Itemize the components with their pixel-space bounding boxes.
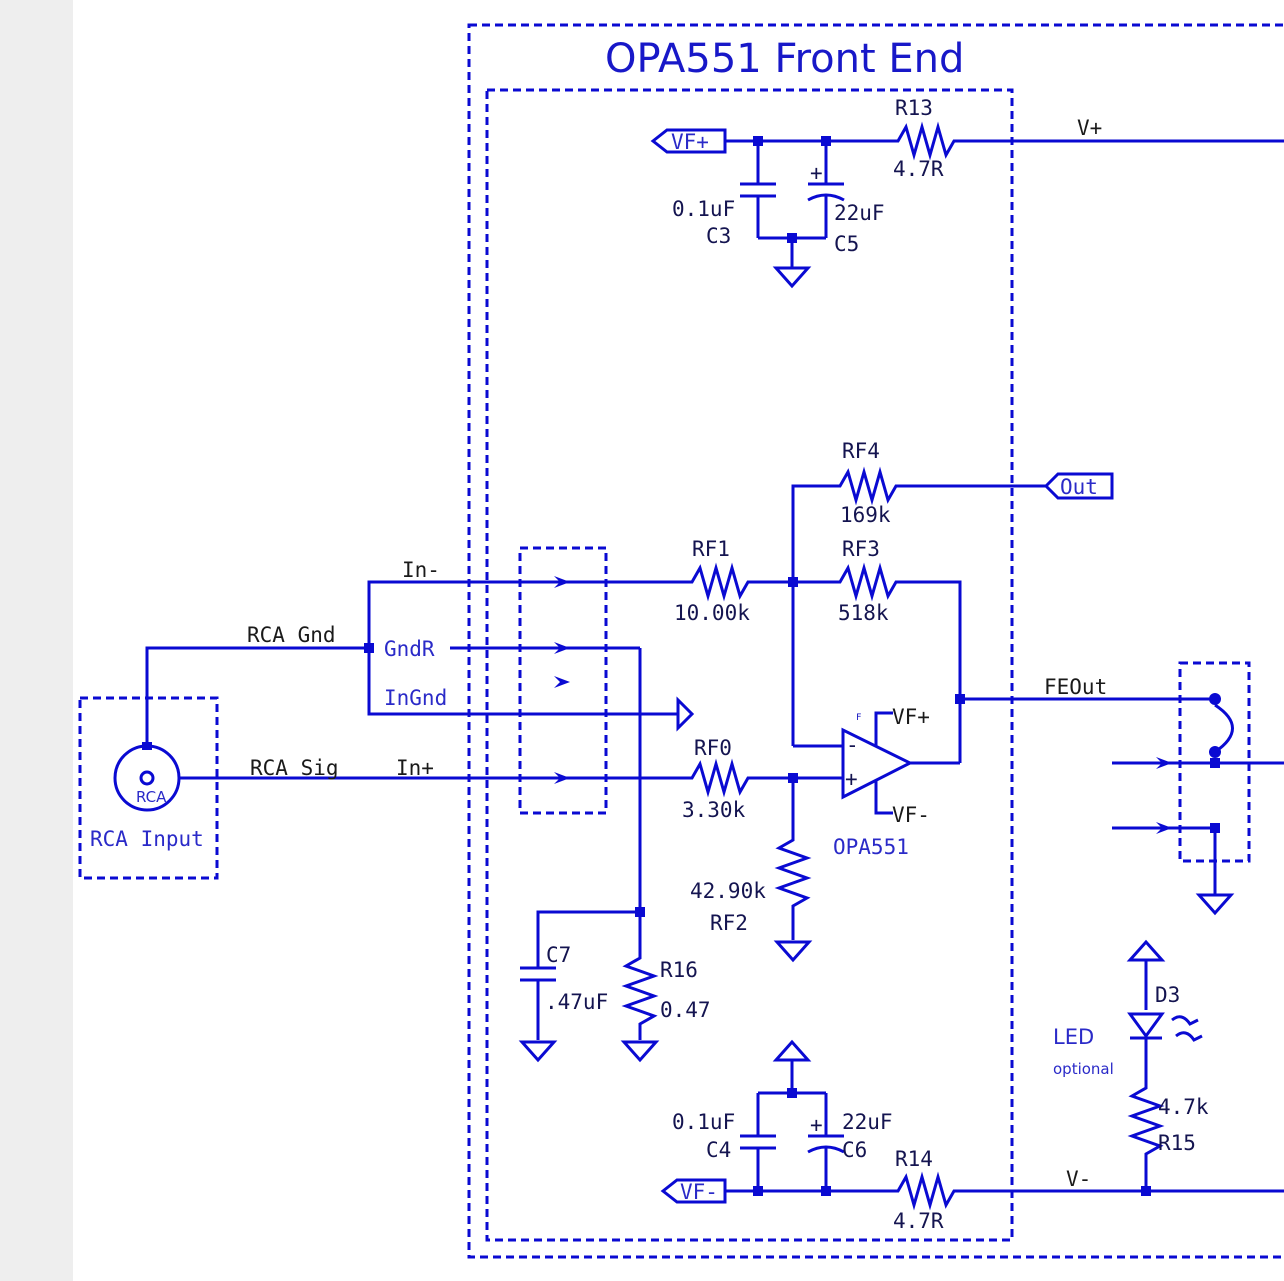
signal-ground-triangle bbox=[676, 696, 695, 732]
net-v-plus: V+ bbox=[1077, 116, 1102, 140]
capacitor-c5: + bbox=[807, 141, 845, 238]
net-in-minus: In- bbox=[402, 558, 440, 582]
input-connector-pins bbox=[554, 576, 570, 784]
svg-text:RCA: RCA bbox=[136, 788, 167, 806]
supply-triangle bbox=[1126, 939, 1166, 962]
junction bbox=[821, 1186, 831, 1196]
r14-value: 4.7R bbox=[893, 1209, 944, 1233]
r16-value: 0.47 bbox=[660, 998, 711, 1022]
resistor-rf0 bbox=[680, 758, 843, 798]
c6-ref: C6 bbox=[842, 1138, 867, 1162]
ground-symbol bbox=[772, 266, 812, 289]
r15-ref: R15 bbox=[1158, 1131, 1196, 1155]
junction bbox=[1141, 1186, 1151, 1196]
c5-ref: C5 bbox=[834, 232, 859, 256]
output-connector-pin bbox=[1156, 822, 1172, 834]
rf2-ref: RF2 bbox=[710, 911, 748, 935]
rca-input-label: RCA Input bbox=[90, 827, 204, 851]
junction bbox=[787, 1088, 797, 1098]
net-in-plus: In+ bbox=[396, 756, 434, 780]
rf4-value: 169k bbox=[840, 503, 891, 527]
left-margin bbox=[0, 0, 73, 1281]
vf-minus-port-bottom: VF- bbox=[660, 1178, 727, 1204]
front-end-outer-frame bbox=[467, 23, 1284, 1259]
resistor-r14 bbox=[885, 1171, 1284, 1211]
svg-text:Out: Out bbox=[1060, 475, 1098, 499]
svg-text:VF-: VF- bbox=[680, 1180, 718, 1204]
c4-ref: C4 bbox=[706, 1138, 731, 1162]
net-rca-sig: RCA Sig bbox=[250, 756, 339, 780]
opamp-pin-mark: F bbox=[856, 713, 861, 723]
opamp-plus: + bbox=[845, 767, 858, 791]
out-port: Out bbox=[1043, 472, 1114, 500]
c4-value: 0.1uF bbox=[672, 1110, 735, 1134]
rca-jack: RCA bbox=[113, 742, 181, 812]
net-feout: FEOut bbox=[1044, 675, 1107, 699]
front-end-inner-frame bbox=[485, 88, 1014, 1242]
r13-ref: R13 bbox=[895, 96, 933, 120]
led-note: optional bbox=[1053, 1060, 1114, 1078]
resistor-rf3 bbox=[836, 562, 962, 763]
opamp-ref: OPA551 bbox=[833, 835, 909, 859]
r16-ref: R16 bbox=[660, 958, 698, 982]
jumper-pin bbox=[1209, 746, 1221, 758]
jumper-link bbox=[1214, 703, 1234, 754]
rf0-value: 3.30k bbox=[682, 798, 746, 822]
ground-symbol bbox=[1195, 893, 1235, 916]
rf2-value: 42.90k bbox=[690, 879, 766, 903]
c3-ref: C3 bbox=[706, 224, 731, 248]
capacitor-c4 bbox=[740, 1093, 776, 1191]
svg-text:+: + bbox=[810, 161, 823, 185]
opamp-vf-minus: VF- bbox=[892, 803, 930, 827]
supply-triangle bbox=[772, 1039, 812, 1062]
input-connector-frame bbox=[518, 546, 608, 815]
c5-value: 22uF bbox=[834, 201, 885, 225]
led-d3 bbox=[1127, 1012, 1203, 1042]
ground-symbol bbox=[773, 940, 813, 963]
opamp-minus: - bbox=[846, 733, 859, 757]
rf1-value: 10.00k bbox=[674, 601, 750, 625]
rf3-value: 518k bbox=[838, 601, 889, 625]
page-title: OPA551 Front End bbox=[605, 36, 964, 82]
c7-ref: C7 bbox=[546, 943, 571, 967]
resistor-rf4 bbox=[836, 466, 1046, 506]
net-rca-gnd: RCA Gnd bbox=[247, 623, 336, 647]
ground-symbol bbox=[620, 1040, 660, 1063]
rf1-ref: RF1 bbox=[692, 537, 730, 561]
capacitor-c7 bbox=[520, 966, 556, 1040]
rf4-ref: RF4 bbox=[842, 439, 880, 463]
vf-plus-port-top: VF+ bbox=[650, 128, 727, 154]
rf0-ref: RF0 bbox=[694, 736, 732, 760]
svg-text:VF+: VF+ bbox=[671, 130, 709, 154]
output-connector-pin bbox=[1156, 757, 1172, 769]
ground-symbol bbox=[518, 1040, 558, 1063]
capacitor-c6: + bbox=[807, 1093, 845, 1191]
c7-value: .47uF bbox=[545, 990, 608, 1014]
resistor-r13 bbox=[885, 121, 1284, 161]
r13-value: 4.7R bbox=[893, 157, 944, 181]
svg-text:+: + bbox=[810, 1113, 823, 1137]
capacitor-c3 bbox=[740, 141, 776, 238]
junction bbox=[753, 1186, 763, 1196]
led-label: LED bbox=[1053, 1025, 1094, 1049]
r15-value: 4.7k bbox=[1158, 1095, 1209, 1119]
rf3-ref: RF3 bbox=[842, 537, 880, 561]
d3-ref: D3 bbox=[1155, 983, 1180, 1007]
r14-ref: R14 bbox=[895, 1147, 933, 1171]
c6-value: 22uF bbox=[842, 1110, 893, 1134]
resistor-rf2 bbox=[774, 778, 812, 940]
opamp-vf-plus: VF+ bbox=[892, 705, 930, 729]
c3-value: 0.1uF bbox=[672, 197, 735, 221]
jumper-pin bbox=[1209, 693, 1221, 705]
resistor-r16 bbox=[621, 912, 659, 1040]
resistor-rf1 bbox=[680, 562, 836, 602]
net-ingnd: InGnd bbox=[384, 686, 447, 710]
net-gndr: GndR bbox=[384, 637, 435, 661]
resistor-r15 bbox=[1127, 1038, 1165, 1191]
net-v-minus: V- bbox=[1066, 1167, 1091, 1191]
